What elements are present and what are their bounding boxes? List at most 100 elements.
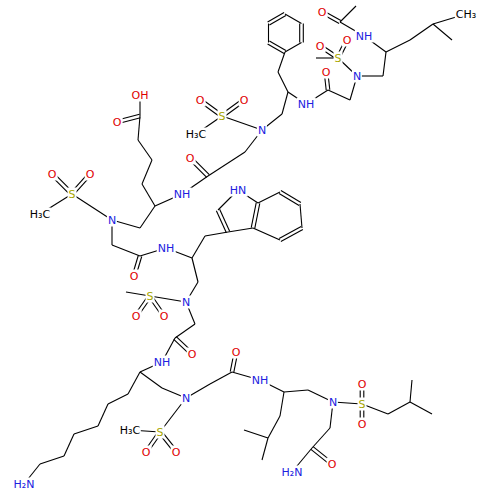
bond-line (269, 41, 286, 51)
bond-line (410, 24, 433, 40)
atom-label: O (317, 6, 328, 19)
bond-line (410, 402, 432, 414)
bond-line (386, 40, 410, 52)
atom-label: O (357, 418, 368, 431)
atom-label: O (85, 168, 96, 181)
atom-label: O (141, 446, 152, 459)
bond-line (192, 258, 198, 282)
atom-label: N (328, 396, 338, 409)
atom-label: NH (153, 356, 172, 369)
bond-line (205, 232, 228, 236)
bond-line (300, 204, 302, 228)
atom-label: S (146, 290, 155, 303)
atom-label: O (321, 66, 332, 79)
bond-line (299, 24, 300, 43)
bond-line (108, 394, 128, 404)
bond-line (268, 44, 285, 54)
bond-line (268, 12, 285, 22)
atom-label: O (159, 310, 170, 323)
atom-label: O (129, 270, 140, 283)
bond-line (138, 116, 140, 140)
atom-label: N (181, 392, 191, 405)
bond-line (258, 192, 280, 203)
bond-line (282, 92, 288, 114)
atom-label: O (195, 94, 206, 107)
atom-label: O (342, 34, 353, 47)
bond-line (312, 428, 330, 448)
bond-line (278, 52, 285, 72)
bond-line (138, 140, 152, 160)
bond-line (281, 190, 301, 202)
atom-label: N (181, 296, 191, 309)
atom-label: N (257, 124, 267, 137)
atom-label: H₃C (29, 208, 51, 221)
atom-label: NH (173, 188, 192, 201)
bond-line (383, 52, 386, 76)
atom-label: NH (355, 30, 374, 43)
bond-line (253, 228, 280, 240)
bond-line (278, 72, 288, 92)
bond-line (251, 203, 256, 228)
bond-line (433, 24, 452, 40)
bond-line (269, 16, 286, 25)
bond-line (192, 236, 205, 258)
atom-label: S (358, 398, 367, 411)
bond-line (280, 392, 284, 416)
atom-label: O (357, 378, 368, 391)
bond-line (285, 14, 302, 24)
bond-line (64, 434, 74, 456)
bond-line (40, 456, 64, 464)
bond-line (216, 211, 226, 233)
atom-label: O (171, 446, 182, 459)
bond-line (410, 380, 412, 402)
bond-line (142, 184, 155, 206)
bond-line (228, 228, 253, 232)
bond-line (175, 324, 195, 338)
atom-label: S (156, 426, 165, 439)
atom-label: O (187, 348, 198, 361)
bond-line (268, 416, 280, 438)
bond-line (262, 438, 268, 460)
bond-line (140, 372, 162, 388)
bond-line (244, 430, 268, 438)
atom-label: H₃C (185, 128, 207, 141)
bond-line (284, 390, 308, 392)
atom-label: O (185, 152, 196, 165)
bond-line (128, 372, 140, 394)
atom-label: O (315, 40, 326, 53)
bond-line (340, 6, 356, 22)
atom-label: HN (229, 184, 248, 197)
bond-line (210, 372, 232, 384)
bond-line (285, 43, 302, 53)
atom-label: H₃C (119, 424, 141, 437)
bond-line (140, 206, 155, 228)
atom-label: NH (297, 98, 316, 111)
bond-line (74, 426, 98, 434)
atom-label: N (352, 70, 362, 83)
atom-label: S (334, 52, 343, 65)
bond-line (303, 24, 304, 43)
atom-label: O (131, 310, 142, 323)
atom-label: S (68, 188, 77, 201)
bond-line (281, 230, 303, 242)
atom-label: H₂N (13, 478, 36, 491)
atom-label: O (47, 168, 58, 181)
atom-label: O (112, 116, 123, 129)
bond-line (388, 402, 410, 414)
bond-line (142, 160, 152, 184)
bond-line (268, 24, 269, 43)
bond-line (98, 404, 108, 426)
atom-label: S (218, 110, 227, 123)
bond-line (112, 245, 140, 256)
atom-label: OH (131, 89, 150, 102)
bond-line (208, 152, 245, 176)
atom-label: CH₃ (455, 8, 477, 21)
atom-label: O (327, 458, 338, 471)
atom-label: NH (251, 374, 270, 387)
atom-label: O (231, 346, 242, 359)
atom-label: NH (157, 242, 176, 255)
atom-label: N (107, 214, 117, 227)
atom-label: H₂N (281, 466, 304, 479)
